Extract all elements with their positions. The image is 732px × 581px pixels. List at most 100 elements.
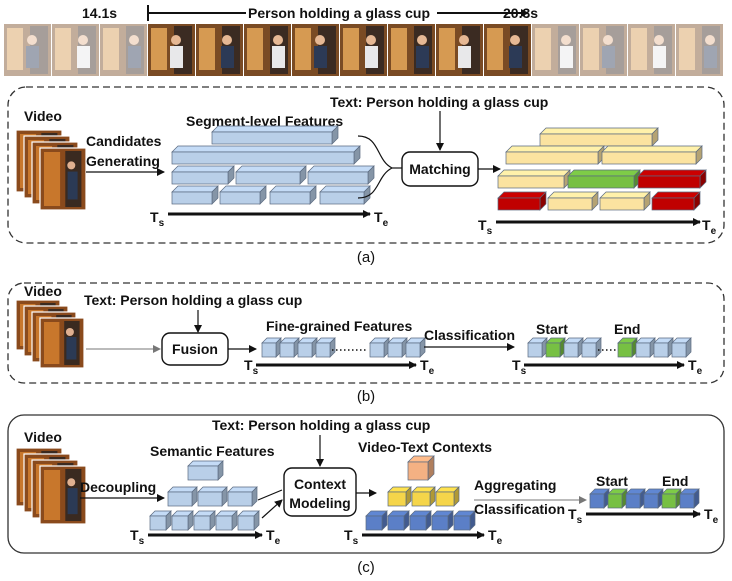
panel-a-candidates-label-1: Candidates (86, 133, 162, 149)
panel-c-video-label: Video (24, 429, 62, 445)
segment-feature-bar (307, 165, 375, 185)
strip-frame (292, 24, 339, 76)
video-frame-strip (4, 24, 723, 76)
panel-c-ts-label-left: Ts (130, 527, 145, 547)
panel-a-brace (357, 135, 394, 199)
context-cube-fine (365, 510, 388, 531)
panel-c-semantic-features (149, 460, 260, 531)
panel-c-te-label-left: Te (266, 527, 281, 547)
panel-c-ts-label-right: Ts (568, 506, 583, 526)
semantic-feature-mid (197, 486, 228, 507)
context-modeling-label-2: Modeling (289, 495, 350, 511)
strip-frame (532, 24, 579, 76)
semantic-feature-mid (227, 486, 258, 507)
strip-frame (388, 24, 435, 76)
context-cube-fine (409, 510, 432, 531)
panel-b-video-stack (15, 299, 85, 369)
panel-c-video-text-contexts (365, 455, 476, 531)
fine-feature-cube (315, 337, 336, 358)
panel-a-ts-label-left: Ts (150, 209, 165, 229)
boundary-cube (617, 337, 638, 358)
strip-frame (580, 24, 627, 76)
strip-frame (436, 24, 483, 76)
panel-a-ts-label-right: Ts (478, 217, 493, 237)
panel-b-boundary-predictions (527, 337, 692, 358)
panel-b-start-label: Start (536, 321, 568, 337)
panel-c-start-label: Start (596, 473, 628, 489)
context-modeling-box (283, 467, 357, 517)
output-cube (661, 488, 682, 509)
context-cube-mid (435, 486, 460, 507)
strip-frame (340, 24, 387, 76)
panel-a-matched-segments (497, 127, 707, 211)
panel-b-end-label: End (614, 321, 640, 337)
panel-b-text-query: Text: Person holding a glass cup (84, 292, 302, 308)
panel-b-te-label-left: Te (420, 357, 435, 377)
panel-b-classification-label: Classification (424, 327, 515, 343)
boundary-cube (653, 337, 674, 358)
semantic-feature-mid (167, 486, 198, 507)
strip-frame (52, 24, 99, 76)
panel-c-end-label: End (662, 473, 688, 489)
fine-feature-cube (405, 337, 426, 358)
panel-b-ts-label-right: Ts (512, 357, 527, 377)
matched-segment-bar (601, 145, 703, 165)
panel-b-fine-features-label: Fine-grained Features (266, 318, 412, 334)
panel-b-caption: (b) (357, 388, 375, 405)
panel-a-candidates-label-2: Generating (86, 153, 160, 169)
segment-feature-bar (319, 185, 371, 205)
matching-label: Matching (409, 161, 470, 177)
fine-feature-cube (387, 337, 408, 358)
panel-c-text-query: Text: Person holding a glass cup (212, 417, 430, 433)
panel-b-te-label-right: Te (688, 357, 703, 377)
panel-b-fine-features (261, 337, 426, 358)
panel-c-video-frame-3 (39, 465, 87, 525)
output-cube (589, 488, 610, 509)
boundary-cube (545, 337, 566, 358)
boundary-cube (527, 337, 548, 358)
strip-frame (148, 24, 195, 76)
panel-b-frame (7, 282, 725, 384)
panel-a-caption: (a) (357, 249, 375, 266)
panel-a-segment-features (171, 125, 375, 205)
semantic-feature-fine (149, 510, 172, 531)
matched-segment-bar (497, 169, 571, 189)
boundary-cube (635, 337, 656, 358)
segment-feature-bar (211, 125, 339, 145)
panel-c-ts-label-mid: Ts (344, 527, 359, 547)
fine-feature-cube (279, 337, 300, 358)
matched-segment-bar (539, 127, 659, 147)
strip-frame (676, 24, 723, 76)
panel-a-video-frame-3 (39, 147, 87, 211)
panel-a-video-stack (15, 129, 87, 211)
panel-c-video-stack (15, 447, 87, 525)
panel-c-classification-label: Classification (474, 501, 565, 517)
strip-query: Person holding a glass cup (248, 5, 430, 21)
segment-feature-bar (269, 185, 317, 205)
context-cube-fine (387, 510, 410, 531)
strip-frame (628, 24, 675, 76)
matched-segment-bar (637, 169, 707, 189)
panel-c-frame (7, 414, 725, 554)
boundary-cube (671, 337, 692, 358)
panel-c-link-lower (261, 499, 283, 519)
panel-c-aggregating-label: Aggregating (474, 477, 556, 493)
matched-segment-bar (599, 191, 651, 211)
semantic-feature-fine (193, 510, 216, 531)
panel-a-te-label-right: Te (702, 217, 717, 237)
fine-feature-cube (297, 337, 318, 358)
panel-a-segment-features-label: Segment-level Features (186, 113, 343, 129)
segment-feature-bar (219, 185, 267, 205)
panel-c-caption: (c) (357, 559, 375, 576)
panel-b-video-label: Video (24, 283, 62, 299)
context-cube-mid (411, 486, 436, 507)
context-cube-fine (431, 510, 454, 531)
output-cube (625, 488, 646, 509)
semantic-feature-fine (171, 510, 194, 531)
boundary-cube (581, 337, 602, 358)
semantic-feature-fine (237, 510, 260, 531)
matched-segment-bar (651, 191, 701, 211)
strip-frame (244, 24, 291, 76)
panel-b-ts-label-left: Ts (244, 357, 259, 377)
panel-a-te-label-left: Te (374, 209, 389, 229)
